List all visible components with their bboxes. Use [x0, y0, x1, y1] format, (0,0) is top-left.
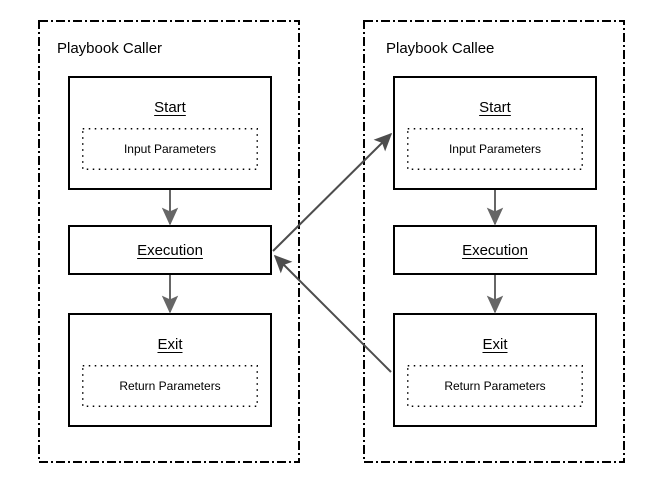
node-caller-exit[interactable]: Exit Return Parameters	[68, 313, 272, 427]
param-label-caller-input: Input Parameters	[123, 142, 217, 156]
param-box-caller-return: Return Parameters	[82, 365, 258, 407]
param-box-callee-input: Input Parameters	[407, 128, 583, 170]
node-callee-execution[interactable]: Execution	[393, 225, 597, 275]
node-caller-start-title: Start	[154, 99, 186, 116]
lane-callee-title: Playbook Callee	[386, 40, 495, 57]
node-callee-start-title: Start	[479, 99, 511, 116]
lane-caller-title: Playbook Caller	[57, 40, 163, 57]
node-callee-exit-title: Exit	[482, 336, 508, 353]
node-caller-start[interactable]: Start Input Parameters	[68, 76, 272, 190]
node-caller-execution-title: Execution	[137, 242, 203, 259]
param-box-callee-return: Return Parameters	[407, 365, 583, 407]
node-caller-exit-title: Exit	[157, 336, 183, 353]
param-label-caller-return: Return Parameters	[119, 379, 221, 393]
param-label-callee-input: Input Parameters	[448, 142, 542, 156]
param-box-caller-input: Input Parameters	[82, 128, 258, 170]
node-callee-exit[interactable]: Exit Return Parameters	[393, 313, 597, 427]
param-label-callee-return: Return Parameters	[444, 379, 546, 393]
node-callee-start[interactable]: Start Input Parameters	[393, 76, 597, 190]
node-caller-execution[interactable]: Execution	[68, 225, 272, 275]
node-callee-execution-title: Execution	[462, 242, 528, 259]
